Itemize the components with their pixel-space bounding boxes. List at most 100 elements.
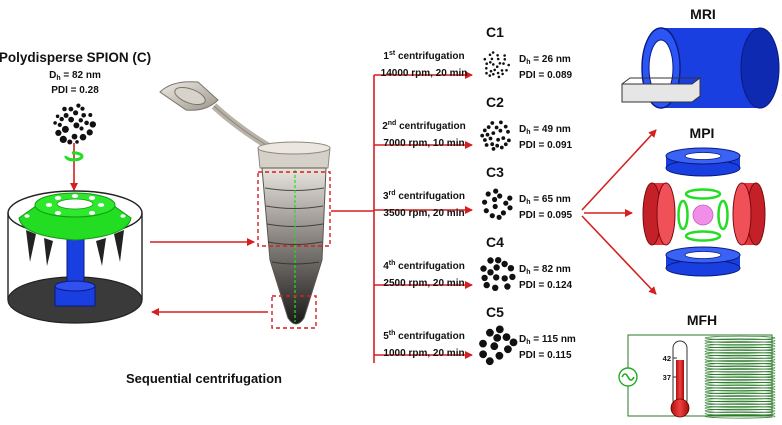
nanoparticle <box>507 195 513 201</box>
nanoparticle <box>482 199 488 205</box>
fraction-dh: Dh = 115 nm <box>519 334 576 346</box>
nanoparticle <box>75 140 79 144</box>
nanoparticle <box>501 136 506 140</box>
nanoparticle <box>490 342 499 351</box>
mri-label: MRI <box>690 6 716 22</box>
nanoparticle <box>499 120 503 125</box>
nanoparticle <box>485 357 494 366</box>
nanoparticle <box>492 63 495 66</box>
nanoparticle <box>505 69 508 72</box>
coil-loop <box>704 343 776 349</box>
nanoparticle <box>493 68 497 72</box>
coil-loop <box>704 379 776 384</box>
fraction-dh: Dh = 26 nm <box>519 54 571 66</box>
nanoparticle <box>503 200 509 206</box>
mfh-label: MFH <box>687 312 717 328</box>
nanoparticle <box>84 120 89 126</box>
centrifugation-step: 3rd centrifugation <box>383 190 465 202</box>
nanoparticle <box>483 138 487 142</box>
nanoparticle <box>496 54 499 57</box>
nanoparticle <box>501 260 508 268</box>
coil-loop <box>704 362 776 368</box>
nanoparticle <box>55 129 62 136</box>
nanoparticle <box>79 126 84 131</box>
nanoparticle <box>480 133 485 138</box>
nanoparticle <box>502 333 511 341</box>
nanoparticle <box>86 129 93 136</box>
nanoparticle <box>68 116 74 123</box>
nanoparticle <box>502 62 505 65</box>
induction-coil <box>704 335 776 419</box>
nanoparticle <box>507 205 513 211</box>
nanoparticle <box>495 257 502 264</box>
nanoparticle <box>496 57 500 61</box>
nanoparticle <box>493 274 500 281</box>
nanoparticle <box>495 325 504 334</box>
nanoparticle <box>503 124 508 129</box>
nanoparticle <box>504 345 512 354</box>
process-label: Sequential centrifugation <box>126 371 282 386</box>
nanoparticle <box>73 122 80 129</box>
nanoparticle <box>480 265 487 272</box>
coil-loop <box>704 387 776 392</box>
nanoparticle <box>80 106 85 111</box>
fraction-row-c1: C1 1st centrifugation 14000 rpm, 20 min … <box>381 24 573 81</box>
source-title: Polydisperse SPION (C) <box>0 50 151 65</box>
centrifugation-step: 4th centrifugation <box>383 260 465 272</box>
nanoparticle <box>507 265 515 272</box>
nanoparticle <box>495 143 500 148</box>
nanoparticle <box>481 274 488 282</box>
nanoparticle <box>55 114 60 119</box>
source-pdi: PDI = 0.28 <box>51 85 99 96</box>
coil-loop <box>704 397 776 403</box>
nanoparticle <box>53 121 57 125</box>
polydisperse-particle-cluster <box>53 103 97 145</box>
centrifugation-step: 1st centrifugation <box>383 50 464 62</box>
coil-loop <box>704 400 776 405</box>
nanoparticle <box>500 210 506 216</box>
particle-cluster-c4 <box>480 257 516 291</box>
centrifuge-tube-icon <box>159 81 331 329</box>
mfh-setup-icon: 42 37 <box>618 334 776 419</box>
nanoparticle <box>59 135 67 143</box>
nanoparticle <box>88 113 93 117</box>
coil-loop <box>704 352 776 357</box>
coil-loop <box>704 370 776 376</box>
coil-loop <box>704 360 776 365</box>
coil-loop <box>704 408 776 414</box>
nanoparticle <box>484 143 489 147</box>
nanoparticle <box>68 106 74 112</box>
nanoparticle <box>487 257 494 264</box>
nanoparticle <box>492 284 499 291</box>
fraction-row-c5: C5 5th centrifugation 1000 rpm, 20 min D… <box>383 304 576 366</box>
nanoparticle <box>485 62 489 65</box>
nanoparticle <box>485 67 488 70</box>
nanoparticle <box>509 338 518 347</box>
centrifugation-conditions: 2500 rpm, 20 min <box>383 278 464 289</box>
nanoparticle <box>62 106 67 112</box>
nanoparticle <box>504 283 511 290</box>
nanoparticle <box>479 339 487 348</box>
coil-loop <box>704 406 776 411</box>
nanoparticle <box>503 58 507 61</box>
nanoparticle <box>89 121 97 128</box>
centrifugation-step: 5th centrifugation <box>383 330 465 342</box>
nanoparticle <box>487 269 494 276</box>
nanoparticle <box>491 147 496 151</box>
fraction-row-c3: C3 3rd centrifugation 3500 rpm, 20 min D… <box>383 164 573 221</box>
coil-loop <box>704 392 776 397</box>
nanoparticle <box>506 129 510 134</box>
fraction-dh: Dh = 82 nm <box>519 264 571 276</box>
nanoparticle <box>499 145 504 150</box>
nanoparticle <box>483 281 490 289</box>
nanoparticle <box>495 65 499 68</box>
coil-loop <box>704 414 776 419</box>
nanoparticle <box>486 125 491 129</box>
coil-loop <box>704 368 776 373</box>
nanoparticle <box>501 275 508 282</box>
source-dh: Dh = 82 nm <box>49 70 101 82</box>
nanoparticle <box>488 136 493 141</box>
nanoparticle <box>494 125 499 130</box>
nanoparticle <box>496 214 502 220</box>
mpi-scanner-icon <box>642 147 766 277</box>
